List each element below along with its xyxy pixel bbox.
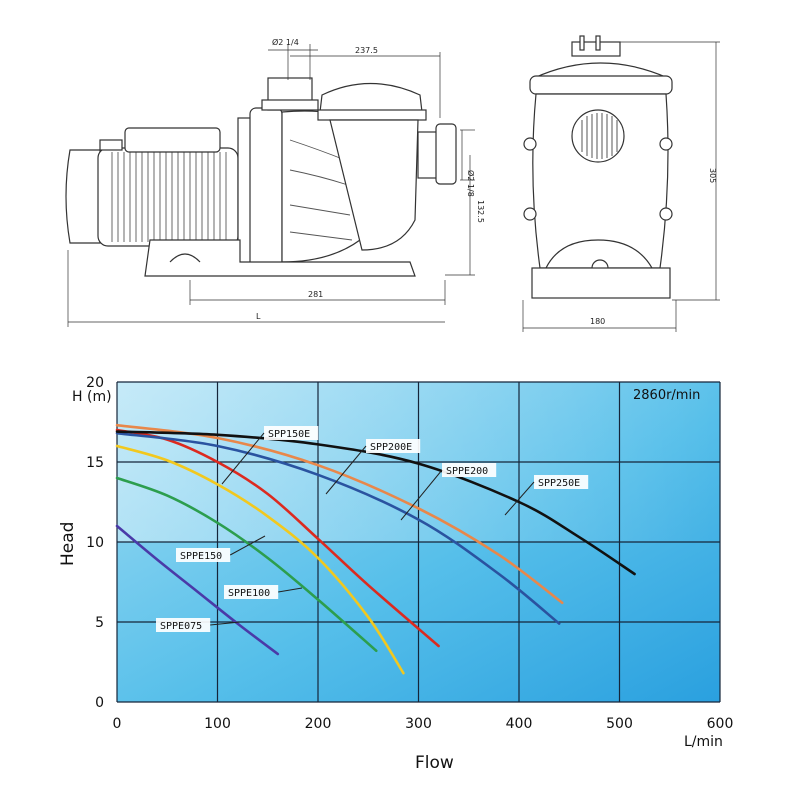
y-tick-label: 0 (95, 695, 104, 711)
inlet-height-label: 132.5 (476, 200, 485, 223)
curve-label-box (366, 439, 421, 453)
x-tick-label: 500 (606, 716, 633, 732)
width-label: 180 (590, 317, 605, 326)
curve-label-box (534, 475, 589, 489)
y-unit-label: H (m) (72, 389, 112, 405)
x-tick-label: 100 (204, 716, 231, 732)
curve-sppe075 (115, 524, 280, 656)
y-axis-title: Head (58, 522, 78, 566)
curve-lines (115, 423, 636, 675)
curve-label-leader (504, 481, 535, 516)
inlet-diameter-label: Ø2 1/8 (466, 170, 476, 197)
curve-labels: SPPE075 SPPE100 SPPE150 SPP150E SPPE200 SPP20… (156, 426, 589, 632)
curve-label-leader (325, 445, 367, 495)
curve-label-sppe150: SPPE150 (180, 551, 222, 562)
curve-label-sppe075: SPPE075 (160, 621, 202, 632)
x-axis-title: Flow (415, 753, 454, 773)
curve-label-leader (278, 587, 303, 593)
outlet-offset-label: 237.5 (355, 46, 378, 55)
curve-label-leader (210, 621, 241, 626)
curve-spp250e (115, 430, 636, 576)
x-tick-labels: 0 100 200 300 400 500 600 (113, 716, 734, 732)
front-view-dimension-lines (522, 41, 720, 332)
y-tick-label: 10 (86, 535, 104, 551)
base-length-label: 281 (308, 290, 323, 299)
curve-label-box (224, 585, 279, 599)
curve-label-sppe100: SPPE100 (228, 588, 270, 599)
x-tick-label: 600 (707, 716, 734, 732)
height-label: 305 (708, 168, 717, 183)
curve-label-box (176, 548, 231, 562)
x-tick-label: 400 (506, 716, 533, 732)
curve-label-spp150e: SPP150E (268, 429, 310, 440)
side-view-dimension-lines (67, 44, 475, 327)
pump-side-view (65, 77, 457, 277)
y-tick-label: 5 (95, 615, 104, 631)
x-unit-label: L/min (684, 734, 723, 750)
curve-label-sppe200: SPPE200 (446, 466, 488, 477)
pump-front-view (523, 35, 673, 299)
curve-label-box (156, 618, 211, 632)
outlet-diameter-label: Ø2 1/4 (272, 37, 299, 47)
x-tick-label: 200 (305, 716, 332, 732)
curve-label-box (442, 463, 497, 477)
curve-sppe100 (115, 476, 378, 653)
y-tick-labels: 0 5 10 15 20 (86, 375, 104, 711)
y-tick-label: 20 (86, 375, 104, 391)
curve-label-leader (400, 469, 443, 521)
speed-label: 2860r/min (633, 388, 700, 403)
total-length-label: L (256, 312, 261, 321)
x-tick-label: 300 (405, 716, 432, 732)
x-tick-label: 0 (113, 716, 122, 732)
curve-label-leader (229, 535, 266, 556)
curve-label-spp250e: SPP250E (538, 478, 580, 489)
curve-label-spp200e: SPP200E (370, 442, 412, 453)
pump-dimension-drawings: Ø2 1/4 237.5 Ø2 1/8 132.5 281 L 305 180 (65, 35, 720, 332)
curve-sppe150 (115, 444, 405, 675)
curve-sppe200 (115, 431, 561, 625)
grid-lines (116, 381, 721, 703)
curve-label-box (264, 426, 319, 440)
curve-label-leader (221, 432, 265, 485)
y-tick-label: 15 (86, 455, 104, 471)
